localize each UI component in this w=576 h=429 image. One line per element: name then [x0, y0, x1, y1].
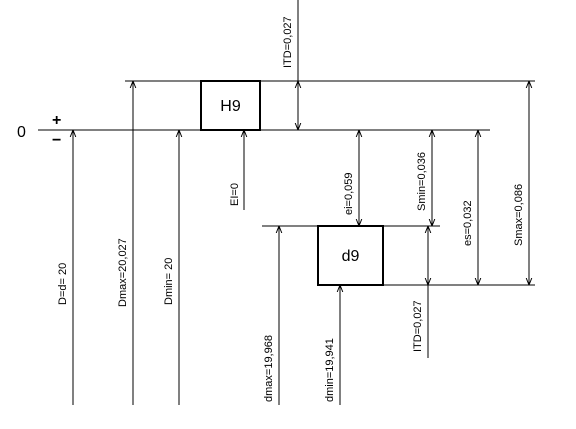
dmin-shaft-label: dmin=19,941 — [324, 338, 336, 402]
ei-shaft-label: ei=0,059 — [343, 172, 355, 215]
nominal-size-label: D=d= 20 — [57, 263, 69, 305]
hole-tolerance-box — [200, 80, 261, 131]
shaft-tolerance-box — [317, 225, 384, 286]
hole-tolerance-label: H9 — [220, 98, 241, 115]
smax-label: Smax=0,086 — [513, 184, 525, 246]
ei-hole-label: EI=0 — [229, 183, 241, 206]
dmin-hole-label: Dmin= 20 — [163, 258, 175, 305]
es-label: es=0,032 — [462, 200, 474, 246]
minus-sign: − — [52, 132, 61, 149]
dmax-hole-label: Dmax=20,027 — [117, 238, 129, 307]
shaft-tolerance-label: d9 — [342, 248, 360, 265]
zero-label: 0 — [17, 124, 26, 141]
plus-sign: + — [52, 112, 61, 129]
itd-hole-label: ITD=0,027 — [282, 16, 294, 68]
smin-label: Smin=0,036 — [416, 152, 428, 211]
itd-shaft-label: ITD=0,027 — [412, 300, 424, 352]
dmax-shaft-label: dmax=19,968 — [263, 335, 275, 402]
